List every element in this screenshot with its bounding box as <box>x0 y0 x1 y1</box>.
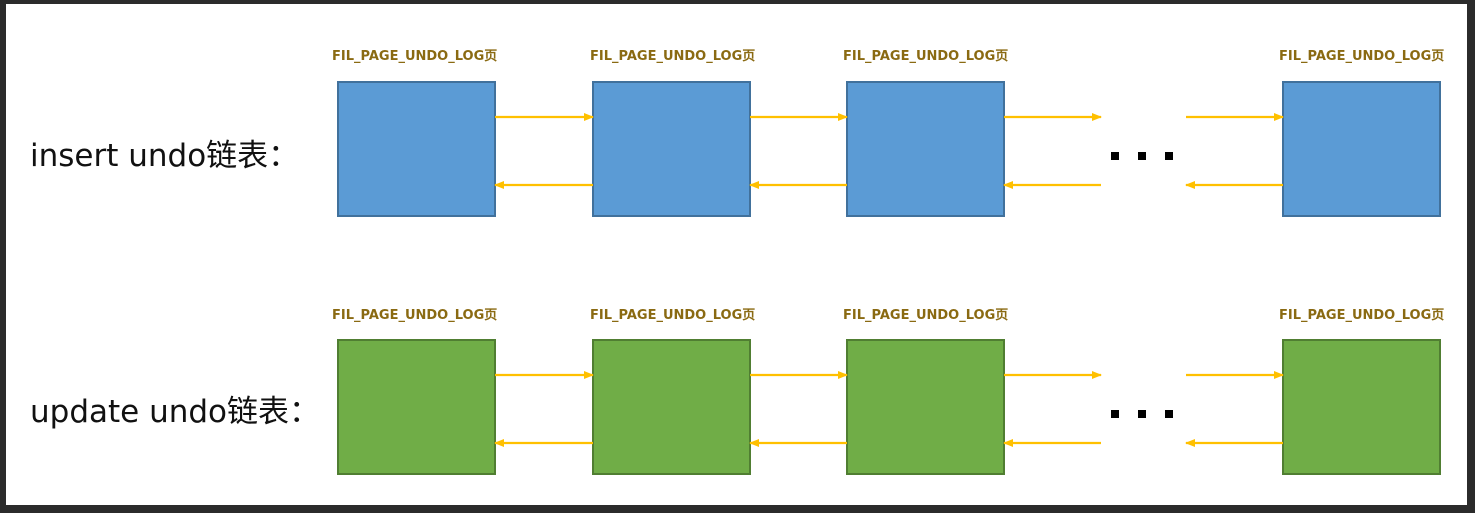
ellipsis-dot-update-3 <box>1165 410 1173 418</box>
ellipsis-dot-insert-1 <box>1111 152 1119 160</box>
undo-page-update-2 <box>592 339 751 475</box>
page-caption-update-3: FIL_PAGE_UNDO_LOG页 <box>843 308 1009 323</box>
page-caption-insert-4: FIL_PAGE_UNDO_LOG页 <box>1279 49 1445 64</box>
page-caption-update-4: FIL_PAGE_UNDO_LOG页 <box>1279 308 1445 323</box>
ellipsis-dot-insert-3 <box>1165 152 1173 160</box>
undo-page-update-4 <box>1282 339 1441 475</box>
page-caption-insert-1: FIL_PAGE_UNDO_LOG页 <box>332 49 498 64</box>
insert-undo-list-label: insert undo链表： <box>30 138 300 174</box>
undo-page-update-3 <box>846 339 1005 475</box>
undo-page-update-1 <box>337 339 496 475</box>
page-caption-insert-2: FIL_PAGE_UNDO_LOG页 <box>590 49 756 64</box>
undo-page-insert-2 <box>592 81 751 217</box>
ellipsis-dot-update-2 <box>1138 410 1146 418</box>
undo-page-insert-1 <box>337 81 496 217</box>
ellipsis-dot-insert-2 <box>1138 152 1146 160</box>
undo-page-insert-4 <box>1282 81 1441 217</box>
page-caption-update-2: FIL_PAGE_UNDO_LOG页 <box>590 308 756 323</box>
page-caption-update-1: FIL_PAGE_UNDO_LOG页 <box>332 308 498 323</box>
undo-page-insert-3 <box>846 81 1005 217</box>
update-undo-list-label: update undo链表： <box>30 394 321 430</box>
ellipsis-dot-update-1 <box>1111 410 1119 418</box>
page-caption-insert-3: FIL_PAGE_UNDO_LOG页 <box>843 49 1009 64</box>
